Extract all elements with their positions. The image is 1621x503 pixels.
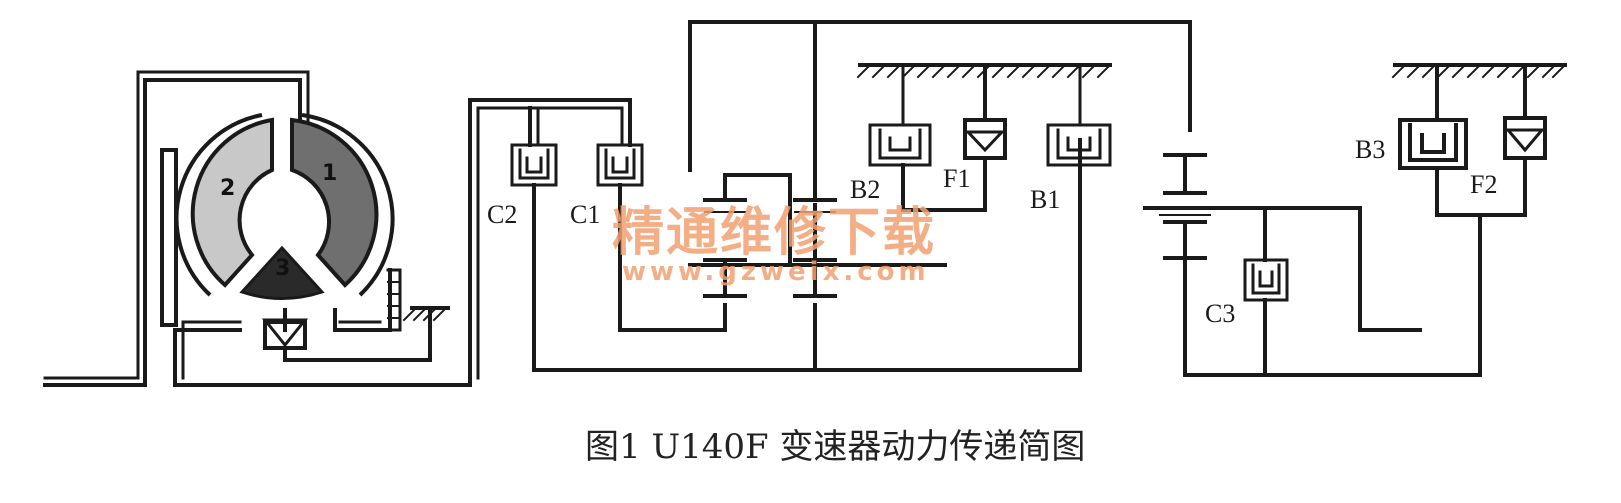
brake-group-b2-f1-b1 (856, 63, 1112, 212)
clutch-c1-shape (596, 143, 727, 332)
brake-group-b3-f2 (1391, 63, 1567, 217)
watermark-text: 精通维修下载 (612, 203, 936, 263)
label-c2: C2 (487, 200, 517, 229)
clutch-c3-shape (1243, 258, 1289, 377)
turbine-label: 2 (220, 176, 235, 201)
torque-converter (43, 70, 472, 387)
stator-label: 3 (275, 256, 290, 281)
label-f2: F2 (1470, 170, 1497, 199)
label-b2: B2 (850, 175, 880, 204)
rear-planetary (1143, 153, 1482, 377)
impeller-shape (290, 117, 379, 288)
figure-caption: 图1 U140F 变速器动力传递简图 (585, 427, 1085, 467)
label-c3: C3 (1205, 299, 1235, 328)
front-planetary (688, 20, 1192, 372)
label-b1: B1 (1030, 185, 1060, 214)
clutch-c2-shape (510, 143, 558, 372)
watermark-url: www.gzweix.com (622, 257, 930, 287)
label-b3: B3 (1355, 135, 1385, 164)
stator-shape (239, 245, 325, 300)
label-f1: F1 (943, 164, 970, 193)
input-drum (468, 98, 1082, 387)
turbine-shape (190, 117, 274, 288)
label-c1: C1 (570, 200, 600, 229)
impeller-label: 1 (322, 161, 337, 186)
converter-elements (174, 113, 395, 300)
